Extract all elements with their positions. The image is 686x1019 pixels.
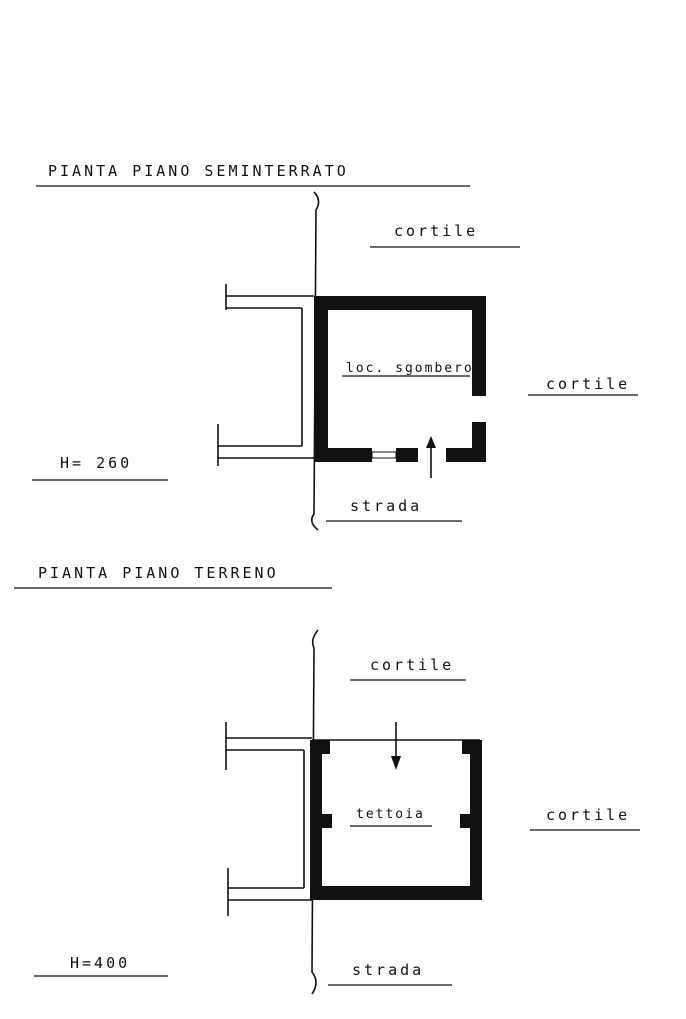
room-label: tettoia <box>356 807 425 822</box>
bottom-area-label: strada <box>352 961 424 979</box>
room-label: loc. sgombero <box>346 361 474 376</box>
plan-terreno: PIANTA PIANO TERRENO cortile cortile str… <box>14 564 640 995</box>
plan-title: PIANTA PIANO SEMINTERRATO <box>48 162 349 180</box>
entrance-arrow-icon <box>391 722 401 770</box>
top-area-label: cortile <box>370 656 454 674</box>
bottom-area-label: strada <box>350 497 422 515</box>
right-area-label: cortile <box>546 806 630 824</box>
adjacent-building <box>217 284 314 466</box>
adjacent-building <box>225 722 312 916</box>
entrance-arrow-icon <box>426 436 436 478</box>
room-walls <box>314 296 486 462</box>
right-area-label: cortile <box>546 375 630 393</box>
plan-seminterrato: PIANTA PIANO SEMINTERRATO cortile cortil… <box>32 162 638 531</box>
height-label: H=400 <box>70 954 130 972</box>
top-area-label: cortile <box>394 222 478 240</box>
height-label: H= 260 <box>60 454 132 472</box>
plan-title: PIANTA PIANO TERRENO <box>38 564 279 582</box>
window-icon <box>371 451 397 459</box>
